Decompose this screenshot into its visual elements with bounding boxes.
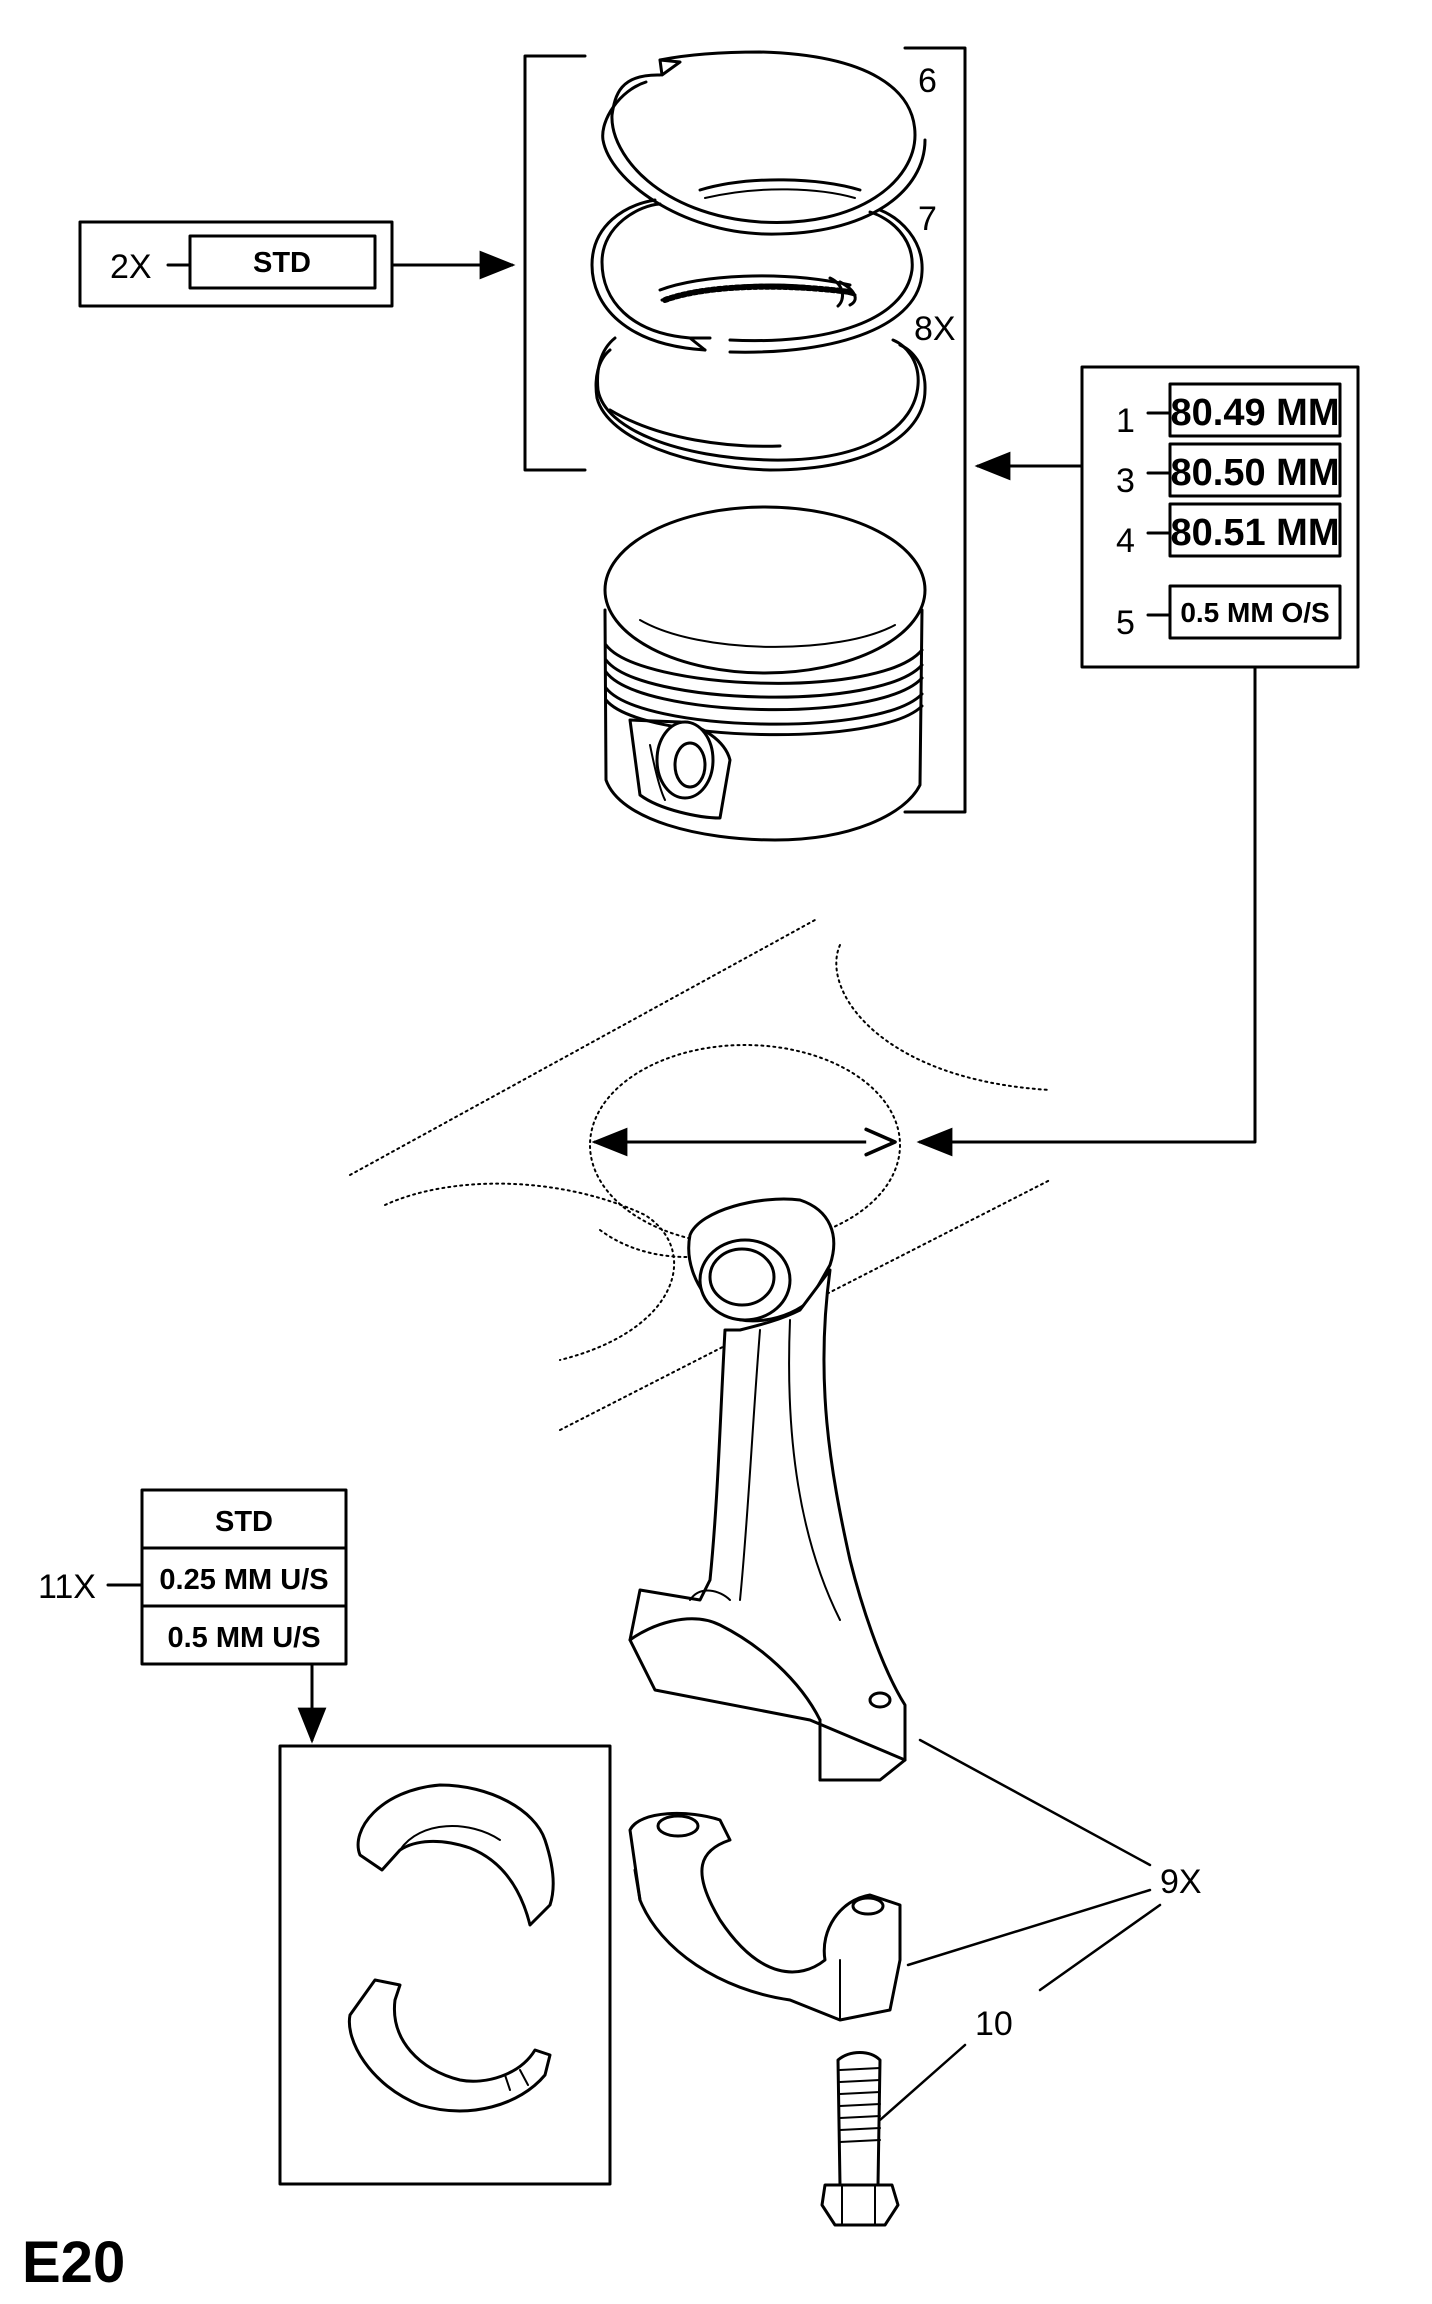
bearing-shells-panel — [278, 1744, 612, 2186]
cylinder-block-outline — [349, 919, 1051, 1431]
size-callout-3: 3 — [1116, 462, 1135, 500]
size-callout-5: 5 — [1116, 604, 1135, 642]
connecting-rod-cap — [628, 1812, 902, 2022]
size-box-5 — [1168, 584, 1342, 640]
callout-bolt: 10 — [975, 2005, 1013, 2043]
bearing-size-panel: STD 0.25 MM U/S 0.5 MM U/S 11X — [38, 1488, 348, 1744]
bearing-size-05: 0.5 MM U/S — [167, 1622, 320, 1654]
bearing-shell-lower — [347, 1978, 552, 2113]
size-value-1: 80.49 MM — [1171, 392, 1340, 434]
ring-set-bracket — [523, 54, 587, 472]
size-value-4: 80.51 MM — [1171, 512, 1340, 554]
piston-ring-middle — [590, 198, 924, 354]
size-box-1 — [1168, 382, 1342, 438]
piston-bracket — [903, 46, 967, 814]
ring-grade-label: STD — [253, 247, 311, 279]
size-to-bore-leader — [916, 665, 1257, 1157]
ring-grade-panel: STD 2X — [78, 220, 516, 308]
callout-ring-middle: 7 — [918, 200, 937, 238]
bearing-size-std: STD — [215, 1506, 273, 1538]
cylinder-bore — [589, 1044, 901, 1246]
piston — [603, 505, 927, 842]
ring-set-qty-callout: 2X — [110, 248, 152, 286]
connecting-rod — [628, 1197, 907, 1782]
bearing-size-025: 0.25 MM U/S — [159, 1564, 328, 1596]
callout-ring-oil: 8X — [914, 310, 956, 348]
rod-bolt — [820, 2051, 900, 2227]
size-value-5: 0.5 MM O/S — [1180, 597, 1329, 628]
size-callout-1: 1 — [1116, 402, 1135, 440]
bearing-qty-callout: 11X — [38, 1568, 96, 1606]
page-code: E20 — [22, 2230, 125, 2295]
callout-leaders — [878, 1738, 1162, 2122]
piston-size-panel: 80.49 MM 80.50 MM 80.51 MM 0.5 MM O/S 1 … — [916, 365, 1360, 1157]
piston-ring-oil — [594, 336, 927, 472]
callout-ring-top: 6 — [918, 62, 937, 100]
callout-rod-qty: 9X — [1160, 1863, 1202, 1901]
size-box-4 — [1168, 502, 1342, 558]
size-value-3: 80.50 MM — [1171, 452, 1340, 494]
bearing-shell-upper — [356, 1783, 555, 1927]
piston-ring-set — [523, 50, 927, 472]
piston-ring-top — [601, 50, 927, 236]
size-callout-4: 4 — [1116, 522, 1135, 560]
size-box-3 — [1168, 442, 1342, 498]
ring-grade-box — [188, 234, 377, 290]
